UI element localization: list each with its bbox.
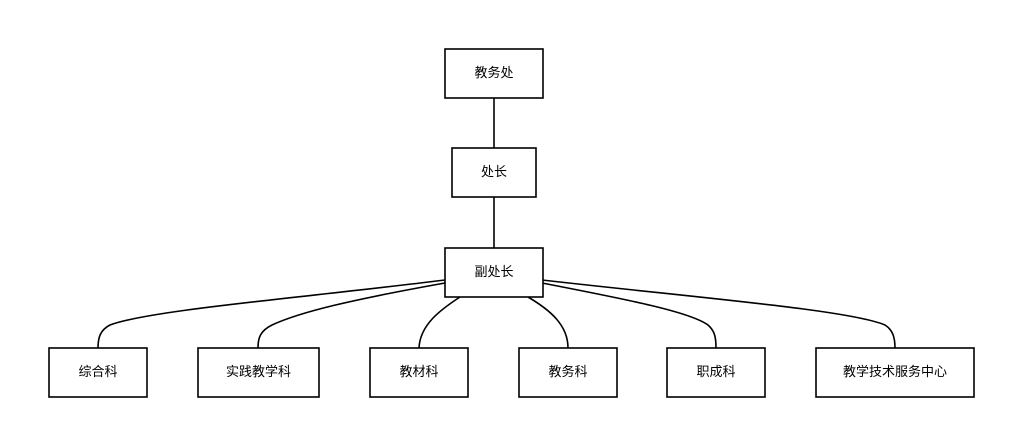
edge-deputy-section-6 xyxy=(541,279,896,349)
node-root-label: 教务处 xyxy=(474,65,513,81)
edge-deputy-section-4 xyxy=(527,296,569,349)
node-section-6: 教学技术服务中心 xyxy=(815,347,975,398)
edge-deputy-section-5 xyxy=(541,282,717,349)
node-deputy: 副处长 xyxy=(444,247,544,298)
node-section-6-label: 教学技术服务中心 xyxy=(843,364,947,380)
node-root: 教务处 xyxy=(444,48,544,99)
edge-deputy-section-1 xyxy=(97,279,446,349)
node-section-5-label: 职成科 xyxy=(696,365,735,380)
node-director-label: 处长 xyxy=(481,165,507,180)
edge-deputy-section-2 xyxy=(257,282,446,349)
node-section-4-label: 教务科 xyxy=(548,364,587,380)
node-section-5: 职成科 xyxy=(666,347,766,398)
node-section-3: 教材科 xyxy=(369,347,469,398)
node-section-4: 教务科 xyxy=(518,347,618,398)
node-deputy-label: 副处长 xyxy=(474,265,513,280)
edge-deputy-section-3 xyxy=(418,296,461,349)
node-section-1-label: 综合科 xyxy=(78,365,117,380)
node-section-3-label: 教材科 xyxy=(399,364,438,380)
node-section-2-label: 实践教学科 xyxy=(226,364,291,380)
node-section-2: 实践教学科 xyxy=(197,347,320,398)
node-section-1: 综合科 xyxy=(48,347,148,398)
node-director: 处长 xyxy=(451,147,537,198)
